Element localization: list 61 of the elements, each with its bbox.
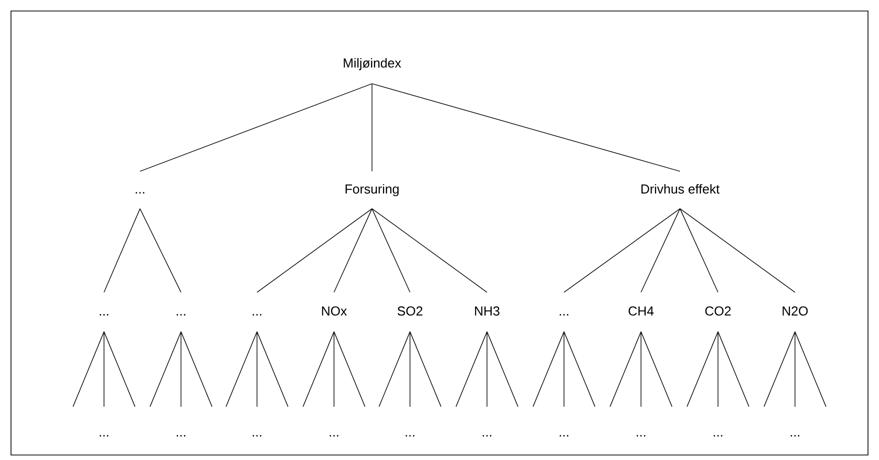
- tree-line: [564, 208, 680, 293]
- tree-label: ...: [176, 314, 186, 316]
- tree-line: [140, 208, 182, 293]
- tree-label: ...: [100, 435, 108, 436]
- tree-line: [372, 208, 488, 293]
- tree-label: NH3: [475, 306, 500, 316]
- tree-line: [256, 331, 258, 408]
- tree-line: [372, 83, 680, 172]
- tree-label: Forsuring: [346, 184, 399, 196]
- tree-line: [640, 331, 672, 408]
- tree-line: [532, 331, 564, 408]
- tree-label: ...: [176, 435, 186, 436]
- tree-line: [150, 331, 182, 408]
- tree-label: ...: [252, 435, 262, 436]
- tree-line: [180, 331, 212, 408]
- tree-line: [718, 331, 750, 408]
- tree-label: ...: [482, 435, 492, 436]
- tree-line: [180, 331, 182, 408]
- tree-line: [610, 331, 642, 408]
- tree-line: [226, 331, 258, 408]
- tree-line: [334, 208, 372, 293]
- tree-line: [104, 331, 136, 408]
- tree-line: [334, 331, 366, 408]
- tree-line: [410, 331, 442, 408]
- tree-line: [686, 331, 718, 408]
- tree-line: [372, 208, 410, 293]
- tree-label: ...: [790, 435, 800, 436]
- tree-line: [456, 331, 488, 408]
- tree-label: NOx: [322, 306, 347, 316]
- tree-label: ...: [636, 435, 646, 436]
- tree-label: ...: [136, 192, 144, 194]
- tree-line: [764, 331, 796, 408]
- tree-label: Miljøindex: [344, 58, 402, 70]
- tree-label: ...: [560, 314, 568, 316]
- tree-line: [486, 331, 488, 408]
- tree-label: ...: [330, 435, 338, 436]
- tree-line: [302, 331, 334, 408]
- tree-label: ...: [100, 314, 108, 316]
- tree-label: ...: [560, 435, 568, 436]
- tree-label: CH4: [628, 306, 654, 316]
- tree-line: [680, 208, 796, 293]
- tree-line: [378, 331, 410, 408]
- tree-line: [640, 331, 642, 408]
- tree-line: [640, 208, 680, 293]
- tree-label: SO2: [398, 306, 422, 316]
- tree-label: CO2: [705, 306, 731, 316]
- tree-line: [256, 331, 288, 408]
- tree-line: [104, 208, 140, 293]
- tree-line: [794, 331, 826, 408]
- tree-label: ...: [252, 314, 262, 316]
- tree-label: N2O: [782, 306, 808, 316]
- tree-line: [140, 83, 372, 172]
- tree-label: Drivhus effekt: [641, 184, 720, 194]
- tree-label: ...: [714, 435, 722, 436]
- tree-line: [680, 208, 718, 293]
- tree-line: [564, 331, 596, 408]
- tree-line: [256, 208, 372, 293]
- tree-line: [486, 331, 518, 408]
- tree-line: [72, 331, 104, 408]
- tree-line: [794, 331, 796, 408]
- tree-label: ...: [406, 435, 414, 436]
